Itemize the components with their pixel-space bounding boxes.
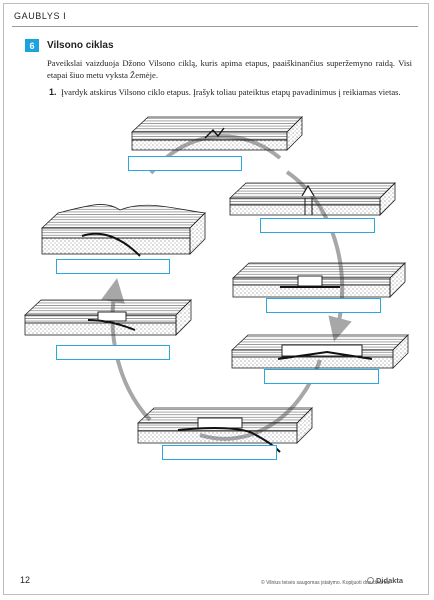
answer-box-2[interactable] <box>260 218 375 233</box>
publisher-logo: Didakta <box>367 576 403 585</box>
stage-block-4 <box>231 262 406 298</box>
exercise-intro: Paveikslai vaizduoja Džono Vilsono ciklą… <box>47 58 412 80</box>
answer-box-3[interactable] <box>56 259 170 274</box>
header-divider <box>12 26 418 27</box>
answer-box-5[interactable] <box>56 345 170 360</box>
exercise-number-badge: 6 <box>25 39 39 52</box>
publisher-name: Didakta <box>376 576 404 585</box>
stage-block-2 <box>228 182 396 216</box>
stage-block-3 <box>40 204 206 257</box>
answer-box-4[interactable] <box>266 298 381 313</box>
answer-box-7[interactable] <box>162 445 277 460</box>
task-number: 1. <box>49 87 57 97</box>
page-number: 12 <box>20 575 31 585</box>
stage-block-6 <box>230 334 409 369</box>
chapter-header: GAUBLYS I <box>14 11 67 21</box>
answer-box-1[interactable] <box>128 156 242 171</box>
page-frame <box>3 3 429 595</box>
task-instruction: Įvardyk atskirus Vilsono ciklo etapus. Į… <box>61 87 401 97</box>
answer-box-6[interactable] <box>264 369 379 384</box>
publisher-logo-icon <box>367 577 374 584</box>
stage-block-1 <box>130 116 303 151</box>
exercise-title: Vilsono ciklas <box>47 40 114 51</box>
copyright-notice: © Vilnius teisės saugomas įstatymo. Kopi… <box>261 580 391 586</box>
stage-block-5 <box>23 299 192 336</box>
